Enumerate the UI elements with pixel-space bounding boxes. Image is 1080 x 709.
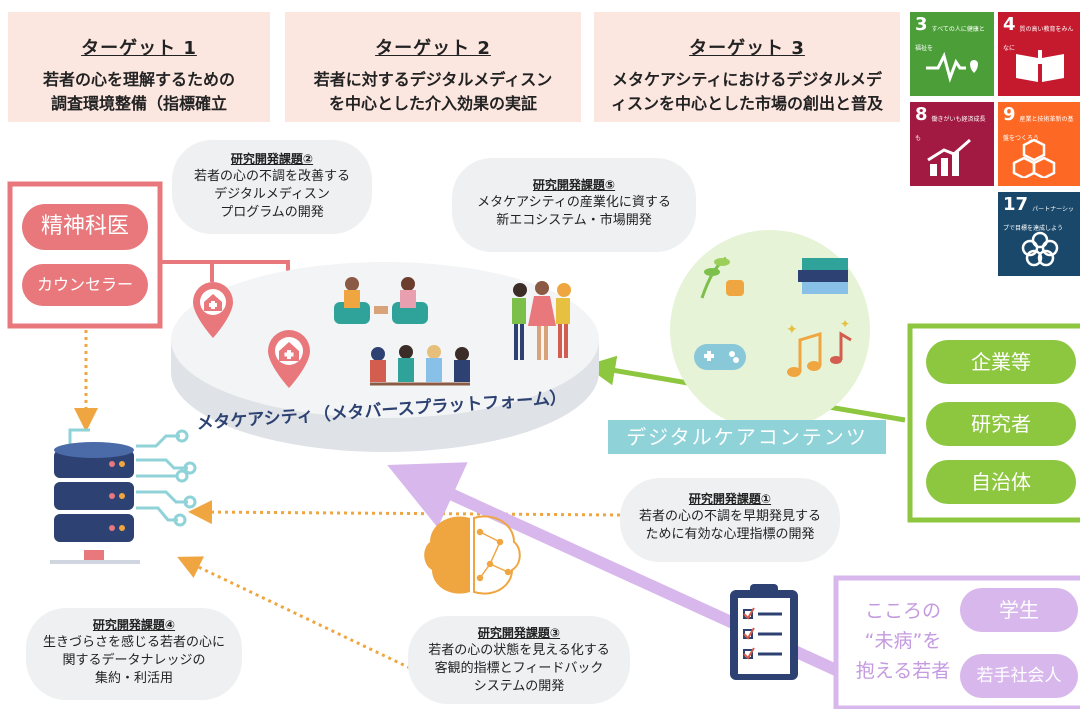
researcher-label: 研究者: [971, 412, 1031, 436]
researcher-pill: 研究者: [926, 402, 1076, 446]
task-1-title: 研究開発課題①: [688, 492, 772, 506]
task-5-line2: 新エコシステム・市場開発: [496, 213, 652, 228]
sdg-9-number: 9: [1003, 104, 1016, 125]
municipality-pill: 自治体: [926, 460, 1076, 504]
task-2-line3: プログラムの開発: [220, 205, 324, 220]
sdg-8-label: 働きがいも経済成長も: [915, 116, 986, 142]
book-icon: [1016, 50, 1064, 82]
task-4-line2: 関するデータナレッジの: [62, 653, 206, 668]
sdg-4-label: 質の高い教育をみんなに: [1003, 26, 1074, 52]
counselor-label: カウンセラー: [36, 275, 133, 294]
hospital-pin-icon: [193, 282, 233, 338]
student-pill: 学生: [960, 588, 1078, 632]
svg-text:✦: ✦: [786, 322, 798, 338]
task-1-line2: ために有効な心理指標の開発: [645, 527, 815, 542]
platform-disc-top: [171, 262, 599, 418]
sdg-4-number: 4: [1003, 14, 1016, 35]
sdg-17-number: 17: [1003, 194, 1029, 215]
target-2-box: ターゲット 2 若者に対するデジタルメディスン を中心とした介入効果の実証: [285, 12, 581, 122]
target-1-title: ターゲット 1: [81, 38, 197, 59]
content-label: デジタルケアコンテンツ: [608, 420, 886, 454]
task-3-bubble: 研究開発課題③ 若者の心の状態を見える化する 客観的指標とフィードバック システ…: [408, 616, 630, 704]
target-3-desc-line1: メタケアシティにおけるデジタルメデ: [611, 70, 883, 89]
company-pill: 企業等: [926, 340, 1076, 384]
task-4-title: 研究開発課題④: [92, 618, 176, 632]
task-5-bubble: 研究開発課題⑤ メタケアシティの産業化に資する 新エコシステム・市場開発: [452, 158, 696, 252]
target-1-desc-line1: 若者の心を理解するための: [42, 70, 235, 89]
content-icons: ✦✦: [694, 256, 852, 377]
task-4-line3: 集約・利活用: [94, 671, 173, 686]
arrow-task1-to-database: [188, 500, 621, 525]
target-3-box: ターゲット 3 メタケアシティにおけるデジタルメデ ィスンを中心とした市場の創出…: [594, 12, 900, 122]
task-2-line1: 若者の心の不調を改善する: [193, 169, 350, 184]
database-server-icon: [50, 428, 197, 564]
task-2-line2: デジタルメディスン: [214, 187, 330, 202]
counselor-pill: カウンセラー: [22, 264, 148, 306]
svg-text:✦: ✦: [840, 317, 850, 331]
books-icon: [798, 258, 848, 294]
youth-line2: “未病”を: [864, 630, 942, 652]
gamepad-icon: [694, 344, 746, 370]
psychiatrist-label: 精神科医: [40, 214, 129, 239]
young-worker-label: 若手社会人: [976, 666, 1062, 686]
youth-line3: 抱える若者: [855, 660, 951, 682]
plant-icon: [700, 256, 744, 299]
youth-description: こころの “未病”を 抱える若者: [848, 596, 958, 686]
sdg-9-label: 産業と技術革新の基盤をつくろう: [1003, 116, 1074, 142]
task-3-line1: 若者の心の状態を見える化する: [428, 643, 610, 658]
flower-rings-icon: [1021, 231, 1059, 267]
youth-line1: こころの: [864, 600, 941, 622]
target-2-desc-line1: 若者に対するデジタルメディスン: [313, 70, 553, 89]
task-3-title: 研究開発課題③: [477, 626, 561, 640]
task-3-line3: システムの開発: [473, 679, 565, 694]
people-illustration: [334, 277, 571, 386]
target-3-desc-line2: ィスンを中心とした市場の創出と普及: [610, 94, 883, 113]
music-notes-icon: ✦✦: [786, 317, 852, 377]
company-label: 企業等: [971, 350, 1031, 374]
target-1-box: ターゲット 1 若者の心を理解するための 調査環境整備（指標確立: [8, 12, 270, 122]
youth-frame: [833, 575, 1080, 709]
clipboard-checklist-icon: [730, 584, 798, 680]
student-label: 学生: [999, 598, 1039, 622]
task-4-bubble: 研究開発課題④ 生きづらさを感じる若者の心に 関するデータナレッジの 集約・利活…: [26, 608, 242, 700]
task-5-line1: メタケアシティの産業化に資する: [477, 195, 671, 210]
task-1-bubble: 研究開発課題① 若者の心の不調を早期発見する ために有効な心理指標の開発: [620, 478, 840, 562]
growth-chart-icon: [927, 138, 971, 176]
task-4-line1: 生きづらさを感じる若者の心に: [42, 635, 225, 650]
task-3-line2: 客観的指標とフィードバック: [434, 661, 604, 676]
brain-icon: [424, 515, 521, 595]
sdg-3-label: すべての人に健康と福祉を: [915, 26, 985, 52]
pink-connector-1: [160, 260, 214, 282]
target-3-title: ターゲット 3: [689, 38, 805, 59]
arrow-task3-to-database: [177, 556, 411, 670]
target-2-desc-line2: を中心とした介入効果の実証: [328, 94, 537, 113]
professionals-frame: [7, 181, 163, 329]
sdg-17-label: パートナーシップで目標を達成しよう: [1003, 206, 1074, 232]
sdg-3-number: 3: [915, 14, 928, 35]
target-1-desc-line2: 調査環境整備（指標確立: [50, 94, 227, 113]
young-worker-pill: 若手社会人: [960, 654, 1078, 698]
hospital-pin-icon: [268, 330, 310, 388]
heartbeat-icon: [926, 51, 978, 83]
stakeholders-frame: [907, 323, 1080, 523]
municipality-label: 自治体: [971, 470, 1031, 494]
task-1-line1: 若者の心の不調を早期発見する: [638, 509, 821, 524]
sdg-8-number: 8: [915, 104, 928, 125]
psychiatrist-pill: 精神科医: [22, 204, 148, 250]
task-2-bubble: 研究開発課題② 若者の心の不調を改善する デジタルメディスン プログラムの開発: [172, 140, 372, 234]
task-5-title: 研究開発課題⑤: [532, 178, 616, 192]
task-2-title: 研究開発課題②: [230, 152, 314, 166]
target-2-title: ターゲット 2: [375, 38, 491, 59]
cubes-icon: [1012, 138, 1056, 178]
